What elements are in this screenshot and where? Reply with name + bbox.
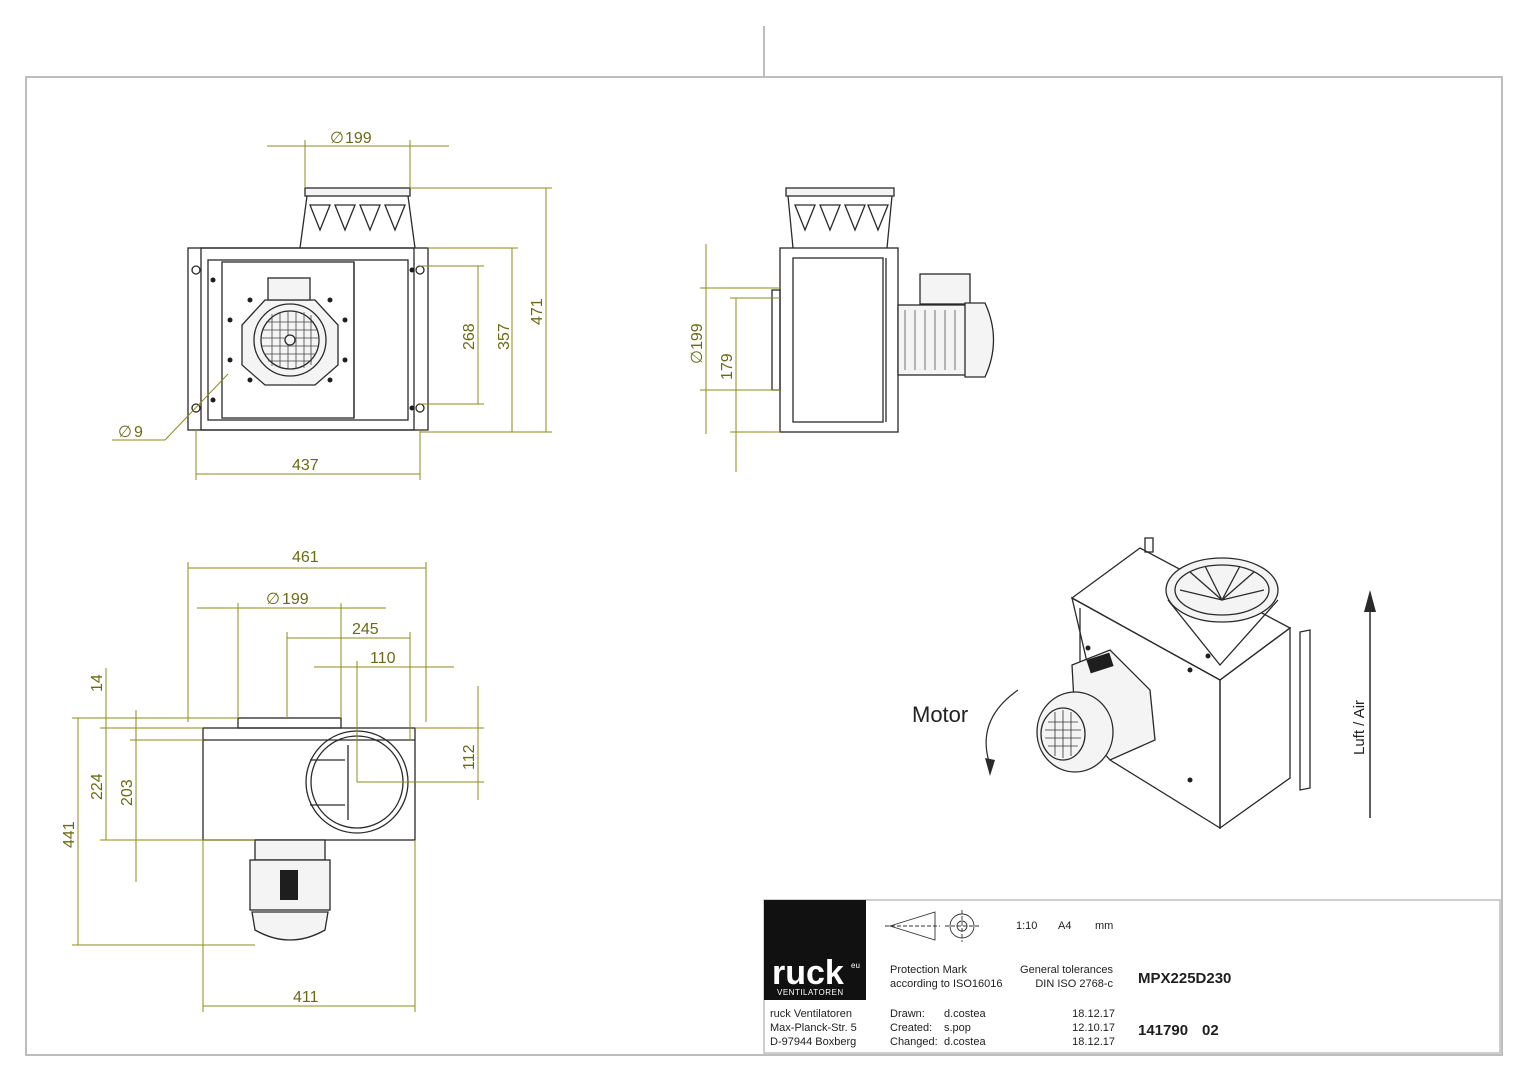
created-by: s.pop [944,1022,971,1034]
front-h268-dim: 268 [461,323,478,350]
paper-text: A4 [1058,920,1071,932]
company-street: Max-Planck-Str. 5 [770,1022,857,1034]
front-hole-symbol: ∅ [118,424,132,441]
created-date: 12.10.17 [1072,1022,1115,1034]
tolerance-line2: DIN ISO 2768-c [1035,978,1113,990]
front-h357-dim: 357 [496,323,513,350]
side-dia-symbol: ∅ [689,350,706,364]
top-h14-dim: 14 [89,674,106,692]
top-h112-dim: 112 [461,744,478,770]
protection-line2: according to ISO16016 [890,978,1003,990]
top-w245-dim: 245 [352,621,379,638]
top-w411-dim: 411 [293,989,319,1006]
top-dia-dim: 199 [282,591,309,608]
top-w110-dim: 110 [370,650,396,667]
front-dia-top-dim: 199 [345,130,372,147]
company-city: D-97944 Boxberg [770,1036,856,1048]
unit-text: mm [1095,920,1113,932]
top-h203-dim: 203 [119,779,136,806]
logo-box [764,900,866,1000]
drawn-date: 18.12.17 [1072,1008,1115,1020]
changed-by: d.costea [944,1036,986,1048]
front-hole-dim: 9 [134,424,143,441]
top-view: 461 ∅ 199 245 110 14 224 203 441 112 411 [61,549,484,1012]
logo-text: ruck [772,954,844,992]
logo-sub: VENTILATOREN [777,988,844,997]
document-number: 141790 [1138,1022,1188,1039]
changed-date: 18.12.17 [1072,1036,1115,1048]
side-dia-dim: 199 [689,323,706,350]
front-dia-symbol: ∅ [330,130,344,147]
isometric-view: Motor Luft / Air [912,537,1376,830]
motor-label: Motor [912,702,968,727]
projection-symbol [885,910,980,942]
top-w461-dim: 461 [292,549,319,566]
front-width-dim: 437 [292,457,319,474]
top-h224-dim: 224 [89,773,106,800]
air-label: Luft / Air [1351,700,1368,755]
drawn-by: d.costea [944,1008,986,1020]
front-height-total-dim: 471 [529,298,546,325]
sheet-border [25,26,1503,1056]
front-view: 199 ∅ 471 357 268 ∅ 9 437 [112,130,552,480]
changed-label: Changed: [890,1036,938,1048]
protection-line1: Protection Mark [890,964,968,976]
side-offset-dim: 179 [719,353,736,380]
top-h441-dim: 441 [61,821,78,848]
drawn-label: Drawn: [890,1008,925,1020]
top-dia-symbol: ∅ [266,591,280,608]
tolerance-line1: General tolerances [1020,964,1113,976]
title-block: ruck eu VENTILATOREN 1:10 A4 mm Protecti… [763,899,1501,1054]
logo-sup: eu [851,961,860,970]
side-view: 199 ∅ 179 [689,187,995,472]
model-name: MPX225D230 [1138,970,1231,987]
revision-number: 02 [1202,1022,1219,1039]
company-name: ruck Ventilatoren [770,1008,852,1020]
scale-text: 1:10 [1016,920,1037,932]
created-label: Created: [890,1022,932,1034]
